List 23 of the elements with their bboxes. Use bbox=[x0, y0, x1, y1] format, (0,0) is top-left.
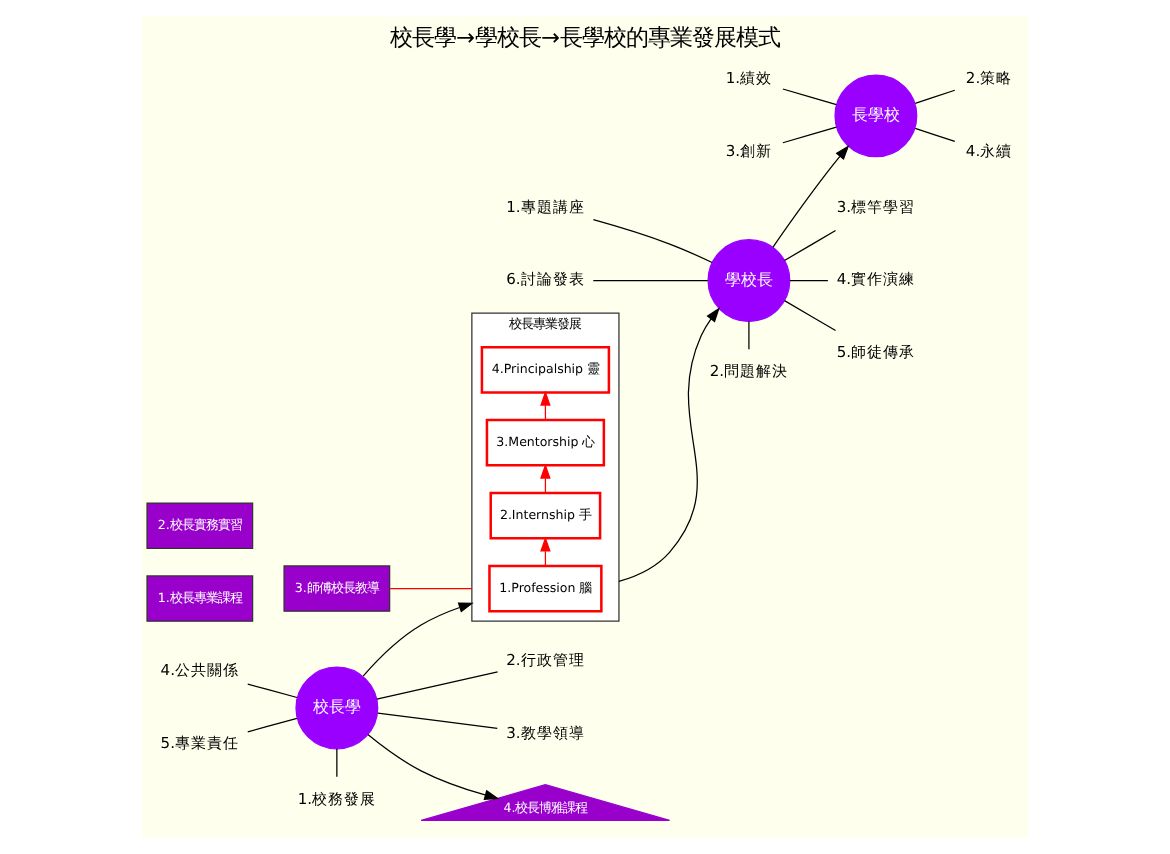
connector bbox=[247, 717, 298, 733]
connector bbox=[783, 229, 837, 262]
arrow bbox=[362, 602, 474, 677]
node-circle: 校長學 bbox=[295, 666, 379, 750]
connector bbox=[592, 279, 709, 282]
connector bbox=[389, 587, 473, 590]
connector bbox=[789, 279, 829, 282]
connector bbox=[377, 712, 498, 729]
arrow bbox=[367, 733, 500, 801]
connector bbox=[783, 300, 837, 332]
connector bbox=[914, 127, 956, 143]
diagram-title: 校長學→學校長→長學校的專業發展模式 bbox=[390, 24, 780, 51]
connector bbox=[592, 219, 713, 264]
connector bbox=[376, 671, 499, 700]
connector bbox=[782, 88, 838, 106]
connector bbox=[782, 126, 838, 144]
connector bbox=[914, 89, 956, 104]
node-circle: 長學校 bbox=[834, 74, 918, 158]
connector bbox=[748, 320, 750, 350]
connector bbox=[247, 683, 298, 699]
connector bbox=[336, 748, 338, 778]
arrow bbox=[772, 145, 850, 248]
arrow bbox=[618, 307, 720, 582]
